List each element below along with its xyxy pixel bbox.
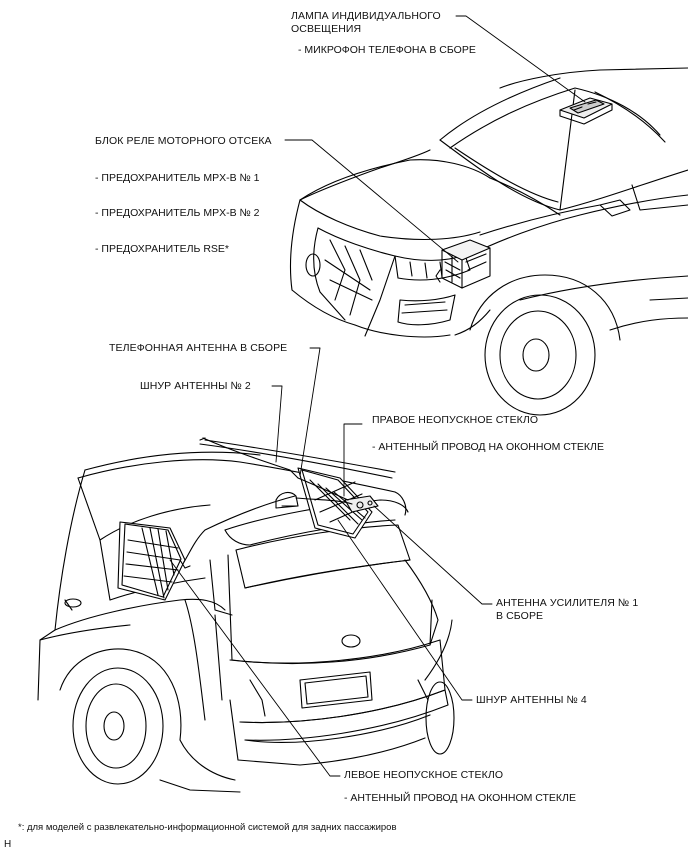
antenna-cords (179, 437, 353, 569)
corner-mark: H (4, 839, 12, 850)
right-fixed-glass-label: ПРАВОЕ НЕОПУСКНОЕ СТЕКЛО (372, 414, 539, 426)
front-vehicle-drawing (289, 67, 688, 416)
footnote: *: для моделей с развлекательно-информац… (18, 822, 397, 833)
antenna-cord-4-label: ШНУР АНТЕННЫ № 4 (476, 694, 587, 706)
leader-lines (169, 15, 586, 777)
amplifier-antenna-part (344, 495, 379, 513)
left-glass-wire-label: - АНТЕННЫЙ ПРОВОД НА ОКОННОМ СТЕКЛЕ (344, 792, 576, 804)
fuse-mpxb1-label: - ПРЕДОХРАНИТЕЛЬ MPX-B № 1 (95, 172, 260, 184)
engine-relay-block-label: БЛОК РЕЛЕ МОТОРНОГО ОТСЕКА (95, 135, 272, 147)
mic-assembly-label: - МИКРОФОН ТЕЛЕФОНА В СБОРЕ (298, 44, 476, 56)
amp-antenna-1-label: АНТЕННА УСИЛИТЕЛЯ № 1 В СБОРЕ (496, 597, 639, 622)
fuse-rse-label: - ПРЕДОХРАНИТЕЛЬ RSE* (95, 243, 230, 255)
dome-lamp-label: ЛАМПА ИНДИВИДУАЛЬНОГО ОСВЕЩЕНИЯ (291, 10, 441, 35)
antenna-cord-2-label: ШНУР АНТЕННЫ № 2 (140, 380, 251, 392)
fuse-mpxb2-label: - ПРЕДОХРАНИТЕЛЬ MPX-B № 2 (95, 207, 260, 219)
left-fixed-glass-label: ЛЕВОЕ НЕОПУСКНОЕ СТЕКЛО (344, 769, 504, 781)
right-glass-wire-label: - АНТЕННЫЙ ПРОВОД НА ОКОННОМ СТЕКЛЕ (372, 441, 604, 453)
phone-antenna-label: ТЕЛЕФОННАЯ АНТЕННА В СБОРЕ (109, 342, 288, 354)
dome-lamp-part (559, 97, 613, 125)
left-fixed-glass-part (117, 521, 186, 601)
relay-block-part (435, 239, 491, 289)
rear-vehicle-drawing (37, 439, 455, 793)
